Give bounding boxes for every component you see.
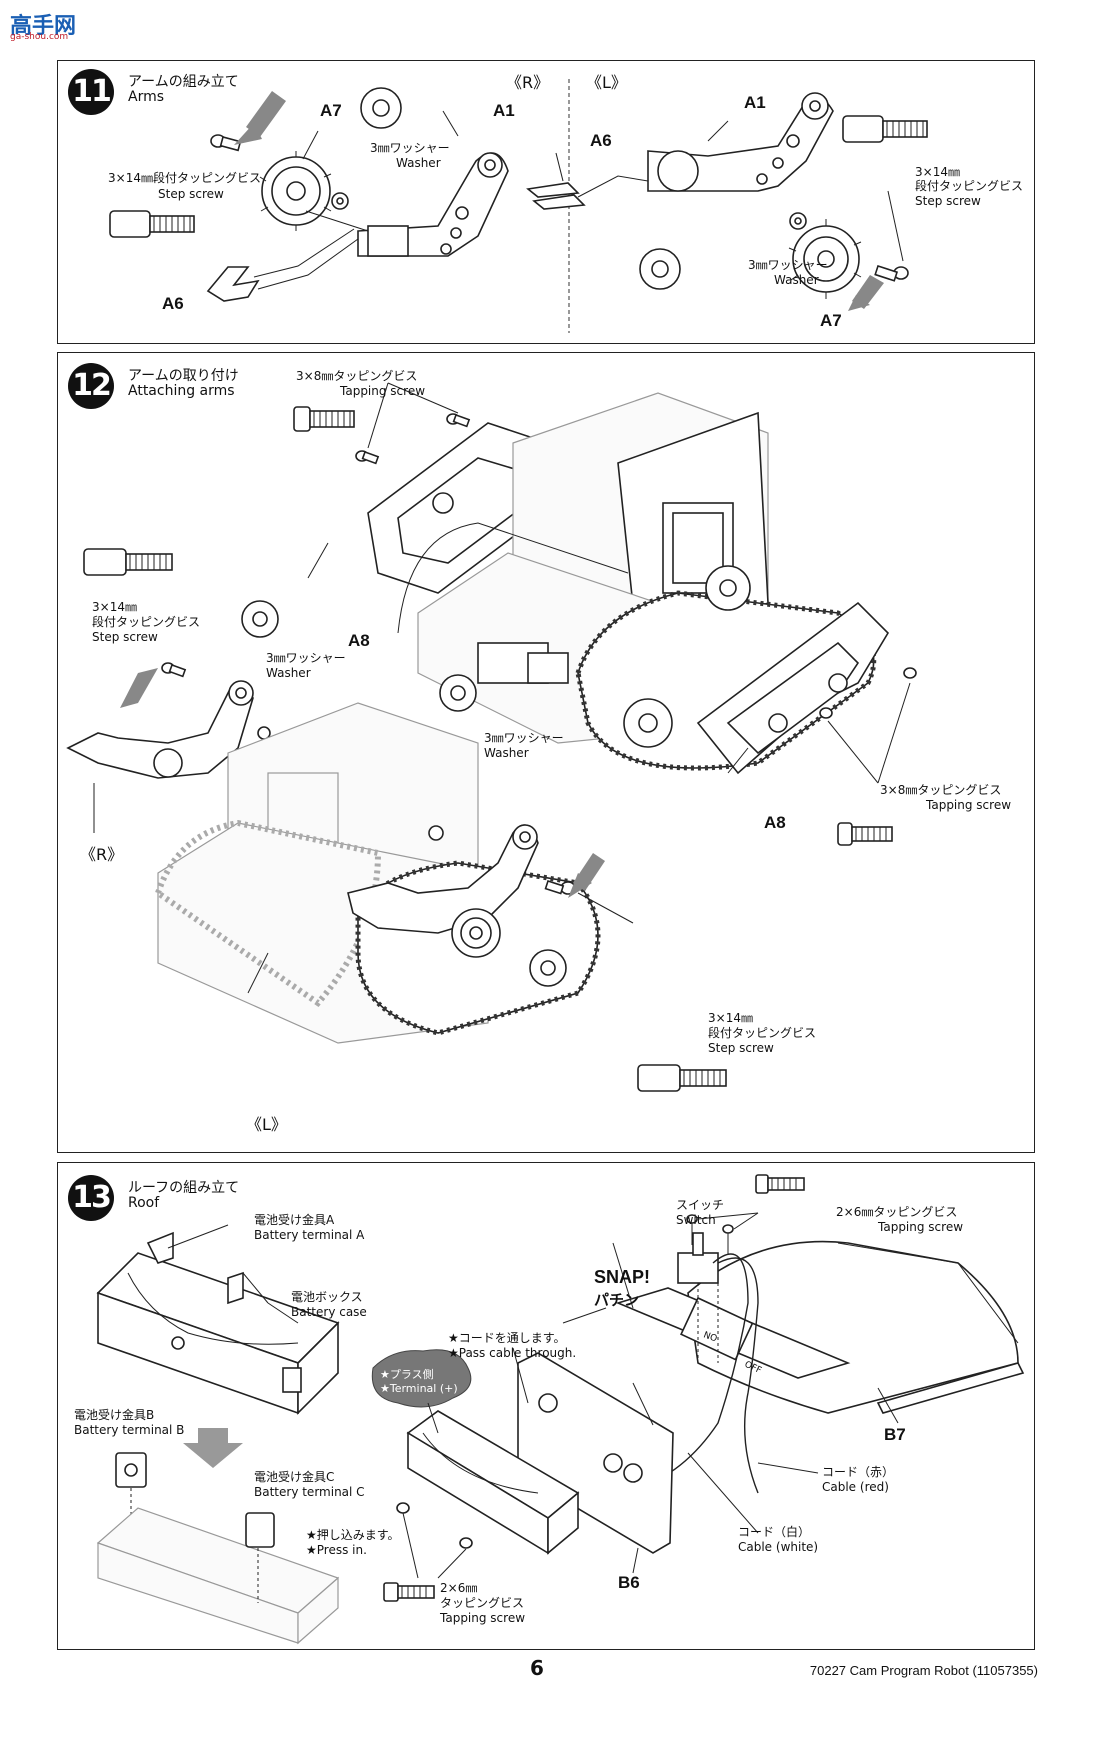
washer-label-en: Washer <box>396 156 441 170</box>
arm-l-assembly <box>347 824 539 958</box>
plus-en: ★Terminal (+) <box>380 1382 458 1395</box>
cable-red-jp: コード（赤） <box>822 1465 895 1479</box>
step-12-panel: 12 アームの取り付け Attaching arms 3×8㎜タッピングビス T… <box>57 352 1035 1153</box>
tap26b-jp2: タッピングビス <box>440 1596 525 1610</box>
tap-right-jp: 3×8㎜タッピングビス <box>880 783 1002 797</box>
footer-product: 70227 Cam Program Robot (11057355) <box>809 1663 1038 1678</box>
screw-label-jp: 3×14㎜段付タッピングビス <box>108 171 261 185</box>
snap-label-en: SNAP! <box>594 1267 651 1287</box>
washer-label-jp: 3㎜ワッシャー <box>370 141 450 155</box>
step-title-jp: アームの組み立て <box>128 74 239 90</box>
washer1-jp: 3㎜ワッシャー <box>266 651 346 665</box>
screw-label-en: Step screw <box>158 187 224 201</box>
step-screw-icon <box>109 210 195 238</box>
step-11-illustration <box>109 79 928 333</box>
part-a1-arm <box>357 152 509 257</box>
part-label-a6: A6 <box>162 294 184 313</box>
cable-red-en: Cable (red) <box>822 1480 889 1494</box>
press-en: ★Press in. <box>306 1543 367 1557</box>
part-label-b6: B6 <box>618 1573 640 1592</box>
tap26b-en: Tapping screw <box>440 1611 526 1625</box>
battery-case-middle <box>406 1410 580 1555</box>
step-left-en: Step screw <box>92 630 158 644</box>
part-label-a6-right: A6 <box>590 131 612 150</box>
step-number: 11 <box>68 69 114 115</box>
tap26-jp: 2×6㎜タッピングビス <box>836 1205 958 1219</box>
step-left-jp1: 3×14㎜ <box>92 600 137 614</box>
term-c-jp: 電池受け金具C <box>254 1470 335 1484</box>
page-number: 6 <box>530 1656 544 1680</box>
tap26-en: Tapping screw <box>878 1220 964 1234</box>
watermark-url: ga-shou.com <box>10 32 69 42</box>
screw-label-jp1-right: 3×14㎜ <box>915 165 960 179</box>
washer1-en: Washer <box>266 666 311 680</box>
cable-white-jp: コード（白） <box>738 1525 811 1539</box>
term-a-en: Battery terminal A <box>254 1228 365 1242</box>
tap-top-en: Tapping screw <box>340 384 426 398</box>
part-label-a1: A1 <box>493 101 515 120</box>
part-label-a8-bottom: A8 <box>764 813 786 832</box>
part-label-a8-top: A8 <box>348 631 370 650</box>
tap26b-jp1: 2×6㎜ <box>440 1581 478 1595</box>
term-b-en: Battery terminal B <box>74 1423 185 1437</box>
side-l-label: 《L》 <box>246 1115 287 1134</box>
washer2-jp: 3㎜ワッシャー <box>484 731 564 745</box>
washer2-en: Washer <box>484 746 529 760</box>
step-title-en: Roof <box>128 1195 160 1211</box>
step-title-en: Arms <box>128 89 165 105</box>
cable-white-en: Cable (white) <box>738 1540 819 1554</box>
watermark-logo: 高手网 <box>10 14 77 39</box>
side-r-label: 《R》 <box>80 845 124 864</box>
part-a6-claw <box>206 228 359 302</box>
pass-jp: ★コードを通します。 <box>448 1331 566 1345</box>
step-number: 13 <box>68 1175 114 1221</box>
part-label-b7: B7 <box>884 1425 906 1444</box>
side-r-label: 《R》 <box>506 73 550 92</box>
part-label-a7-right: A7 <box>820 311 842 330</box>
pass-en: ★Pass cable through. <box>448 1346 577 1360</box>
robot-body-top <box>397 392 877 771</box>
battery-case-bottom <box>96 1507 340 1645</box>
part-label-a7: A7 <box>320 101 342 120</box>
step-title-jp: アームの取り付け <box>128 368 239 384</box>
washer-label-jp-right: 3㎜ワッシャー <box>748 258 828 272</box>
step-right-jp2: 段付タッピングビス <box>708 1026 817 1040</box>
plus-jp: ★プラス側 <box>380 1368 434 1381</box>
arm-r-assembly <box>66 662 271 779</box>
part-a7-wheel <box>259 151 332 231</box>
tap-top-jp: 3×8㎜タッピングビス <box>296 369 418 383</box>
screw-label-jp2-right: 段付タッピングビス <box>915 179 1024 193</box>
step-title-jp: ルーフの組み立て <box>128 1180 240 1196</box>
case-jp: 電池ボックス <box>291 1290 363 1304</box>
battery-case-top <box>96 1231 340 1415</box>
part-b7-roof <box>687 1240 1025 1414</box>
step-left-jp2: 段付タッピングビス <box>92 615 201 629</box>
step-13-illustration <box>96 1174 1025 1645</box>
switch-jp: スイッチ <box>676 1198 725 1212</box>
term-a-jp: 電池受け金具A <box>254 1213 335 1227</box>
term-b-jp: 電池受け金具B <box>74 1408 155 1422</box>
case-en: Battery case <box>291 1305 367 1319</box>
step-number: 12 <box>68 363 114 409</box>
screw-label-en-right: Step screw <box>915 194 981 208</box>
step-title-en: Attaching arms <box>128 383 235 399</box>
step-11-panel: 11 アームの組み立て Arms 《R》 《L》 A7 A1 A6 3㎜ワッシャ… <box>57 60 1035 344</box>
part-label-a1-right: A1 <box>744 93 766 112</box>
step-12-illustration <box>66 382 917 1092</box>
robot-body-bottom <box>154 702 601 1044</box>
press-jp: ★押し込みます。 <box>306 1528 400 1542</box>
step-right-jp1: 3×14㎜ <box>708 1011 753 1025</box>
side-l-label: 《L》 <box>586 73 627 92</box>
snap-label-jp: パチン <box>594 1291 640 1309</box>
washer-label-en-right: Washer <box>774 273 819 287</box>
step-13-panel: 13 ルーフの組み立て Roof 電池受け金具A Battery termina… <box>57 1162 1035 1650</box>
term-c-en: Battery terminal C <box>254 1485 365 1499</box>
step-right-en: Step screw <box>708 1041 774 1055</box>
switch-en: Switch <box>676 1213 716 1227</box>
switch-part <box>677 1232 719 1284</box>
tap-right-en: Tapping screw <box>926 798 1012 812</box>
part-a8-plate-right <box>696 601 890 775</box>
